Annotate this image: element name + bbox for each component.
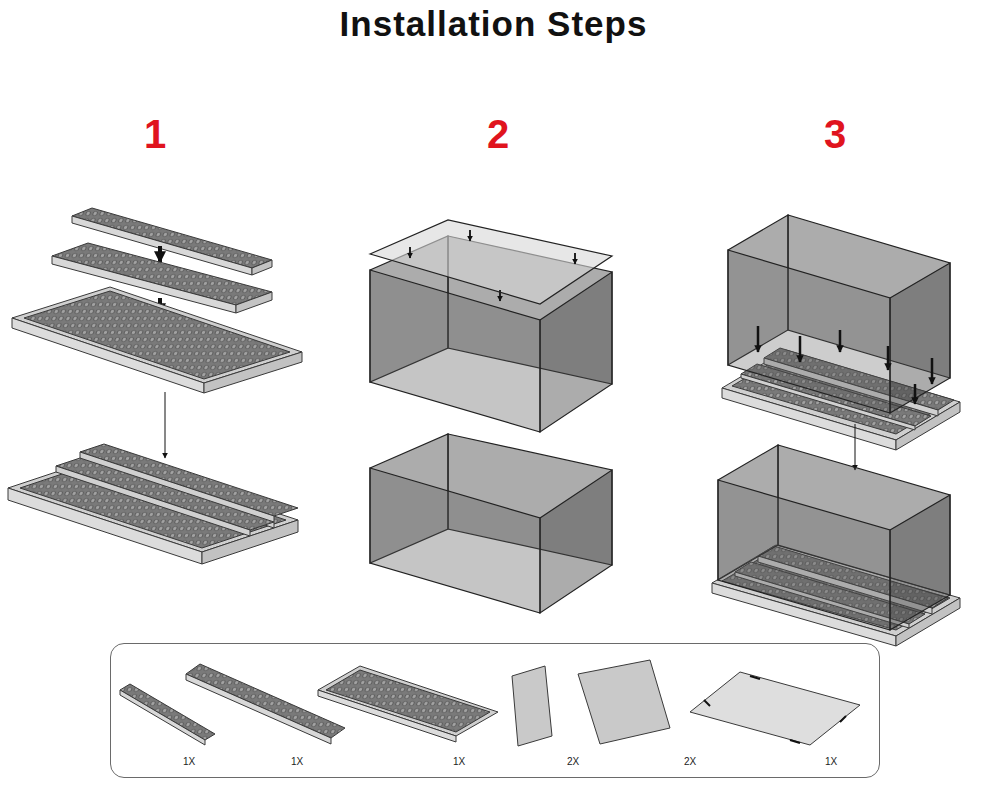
plate-base — [12, 318, 204, 393]
plate-assembled — [8, 444, 298, 564]
step-number: 1 — [115, 112, 195, 157]
fit-arrow — [839, 330, 842, 352]
part-lid-panel — [704, 700, 710, 706]
part-thin-plate — [120, 684, 215, 745]
part-base-plate — [318, 666, 498, 742]
plate-medium — [236, 292, 272, 313]
part-thin-plate — [120, 684, 215, 740]
part-medium-plate — [186, 664, 345, 744]
part-lid-panel — [840, 716, 846, 722]
stack-arrow — [160, 246, 161, 262]
plate-base — [24, 291, 290, 379]
assembly-arrow — [855, 424, 856, 470]
display-box — [728, 250, 890, 413]
fit-arrow — [799, 336, 802, 362]
display-box — [728, 215, 950, 413]
lid-panel — [409, 247, 411, 258]
part-base-plate — [318, 690, 456, 742]
assembly-arrow — [855, 424, 856, 470]
display-box-open — [540, 470, 612, 613]
title: Installation Steps — [0, 4, 987, 44]
fit-arrow — [758, 326, 932, 404]
part-long-panel — [578, 660, 670, 744]
step-number: 2 — [458, 112, 538, 157]
display-box — [718, 480, 890, 630]
display-box — [718, 445, 950, 630]
quantity-label: 1X — [811, 756, 851, 767]
display-box-open — [370, 434, 612, 613]
lid-panel — [370, 220, 612, 304]
quantity-label: 2X — [670, 756, 710, 767]
quantity-label: 2X — [553, 756, 593, 767]
lid-panel — [574, 253, 576, 264]
part-lid-panel — [790, 740, 800, 743]
lid-panel — [370, 220, 612, 304]
lid-panel — [499, 290, 501, 301]
part-medium-plate — [186, 674, 331, 744]
quantity-label: 1X — [439, 756, 479, 767]
plate-thin — [252, 260, 272, 275]
fit-arrow — [931, 358, 934, 384]
part-lid-panel — [690, 672, 860, 745]
plate-assembled — [56, 466, 250, 536]
display-box-open — [370, 468, 540, 613]
part-medium-plate — [186, 664, 345, 738]
step-number: 3 — [795, 112, 875, 157]
fit-arrow — [887, 346, 890, 370]
plate-base — [204, 352, 302, 393]
part-side-panel — [512, 666, 552, 746]
lid-panel — [469, 230, 471, 241]
part-lid-panel — [750, 676, 760, 679]
part-side-panel — [512, 666, 552, 746]
fit-arrow — [757, 326, 760, 352]
plate-assembled — [56, 458, 274, 530]
assembly-arrow — [165, 392, 166, 458]
quantity-label: 1X — [169, 756, 209, 767]
part-thin-plate — [120, 690, 205, 745]
parts-panel: 1X 1X 1X 2X 2X 1X — [110, 643, 880, 778]
assembly-arrow — [165, 392, 166, 458]
part-lid-panel — [690, 672, 860, 745]
quantity-label: 1X — [277, 756, 317, 767]
part-long-panel — [578, 660, 670, 744]
plate-base — [12, 287, 302, 393]
fit-arrow — [914, 384, 917, 404]
stack-arrow — [158, 246, 162, 262]
display-box — [890, 263, 950, 413]
display-box — [890, 495, 950, 630]
